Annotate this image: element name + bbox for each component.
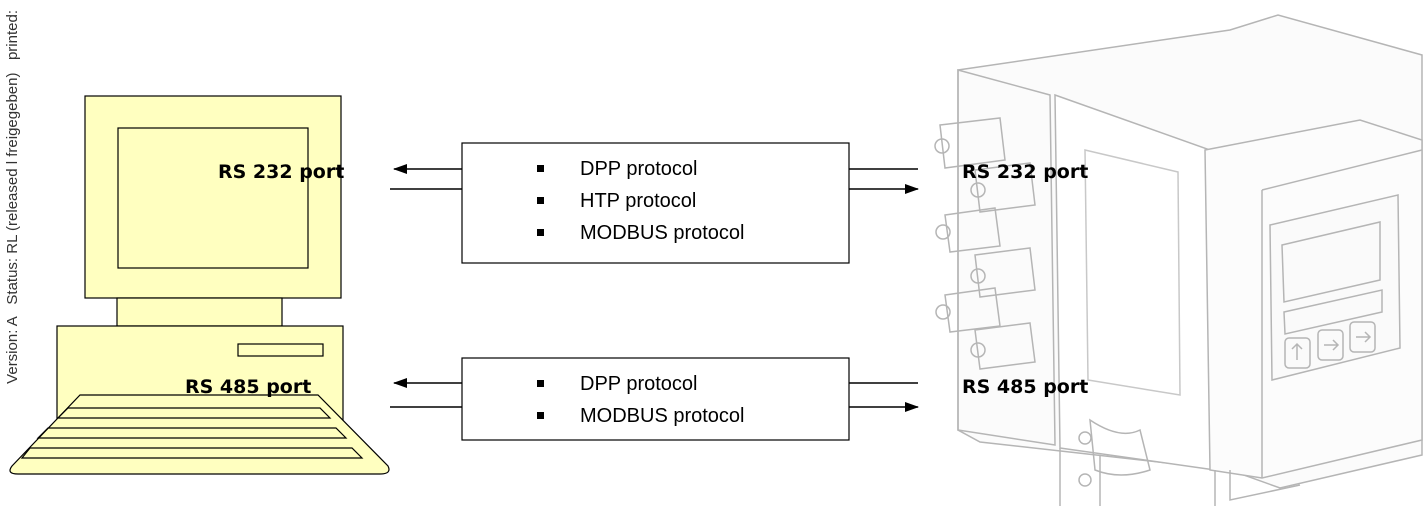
computer-image xyxy=(9,95,390,475)
bullet xyxy=(537,380,544,387)
monitor-screen xyxy=(117,127,309,269)
bullet xyxy=(537,197,544,204)
protocol-box-2-list: DPP protocol MODBUS protocol xyxy=(537,373,745,427)
protocol-item: MODBUS protocol xyxy=(580,222,745,244)
protocol-item: MODBUS protocol xyxy=(580,405,745,427)
protocol-item: DPP protocol xyxy=(580,158,697,180)
device-rs232-label: RS 232 port xyxy=(962,161,1088,183)
bullet xyxy=(537,412,544,419)
bullet xyxy=(537,165,544,172)
pc-rs232-label: RS 232 port xyxy=(218,161,344,183)
controller-device-image xyxy=(934,14,1423,506)
bullet xyxy=(537,229,544,236)
protocol-item: DPP protocol xyxy=(580,373,697,395)
keyboard xyxy=(9,394,390,475)
protocol-box-2 xyxy=(461,357,850,441)
protocol-box-1 xyxy=(461,142,850,264)
device-rs485-label: RS 485 port xyxy=(962,376,1088,398)
disk-drive-slot xyxy=(237,343,324,357)
protocol-item: HTP protocol xyxy=(580,190,696,212)
protocol-box-1-list: DPP protocol HTP protocol MODBUS protoco… xyxy=(537,158,745,244)
monitor-stand xyxy=(116,297,283,327)
pc-rs485-label: RS 485 port xyxy=(185,376,311,398)
cable-glands xyxy=(934,117,1036,370)
connection-arrows xyxy=(390,164,919,412)
